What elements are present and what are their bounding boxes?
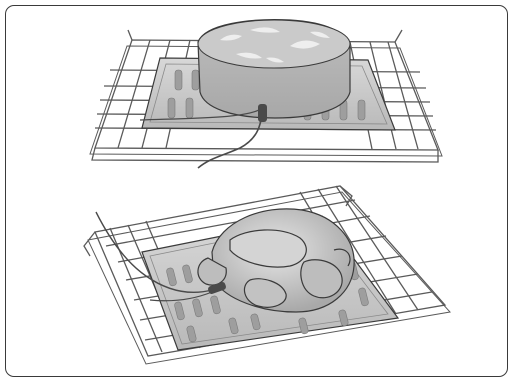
roast-meat [198, 20, 350, 118]
chicken-panel [84, 186, 450, 364]
roast-panel [90, 20, 442, 168]
